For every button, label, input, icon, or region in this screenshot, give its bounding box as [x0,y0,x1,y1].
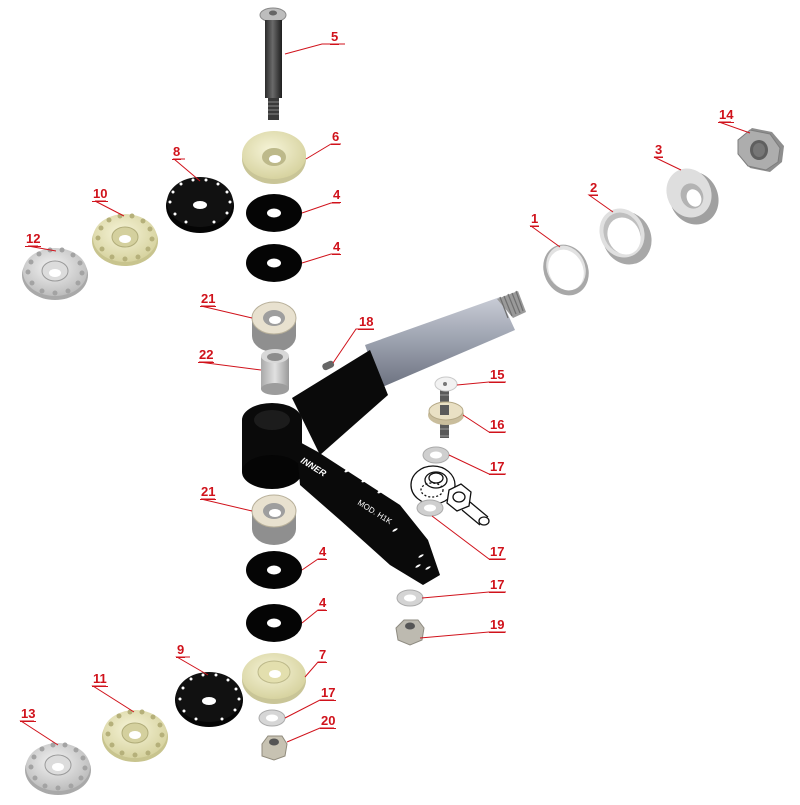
upper-cap-part-6 [242,131,306,184]
bushing-part-22 [261,349,289,395]
callout-11: 11 [92,671,108,687]
black-spacer-part-4-d [246,604,302,642]
black-flange-part-8 [166,177,234,233]
bearing-part-21-top [251,301,297,352]
callout-15: 15 [489,367,506,383]
callout-4-c: 4 [318,544,328,560]
stub-axle-shaft [365,290,526,388]
callout-21-b: 21 [200,484,217,500]
hex-nut-part-19 [395,619,425,646]
callout-19: 19 [489,617,506,633]
grub-screw-part-18 [322,360,335,371]
ring-part-2 [599,208,652,265]
callout-20: 20 [320,713,337,729]
lower-cap-part-7 [242,653,306,704]
spindle-knuckle: INNER MOD. H1K [242,350,440,585]
washer-part-17-a [422,446,450,464]
silver-flange-part-12 [22,247,88,300]
callout-7: 7 [318,647,328,663]
callout-10: 10 [92,186,109,202]
callout-3: 3 [654,142,664,158]
black-spacer-part-4-b [246,244,302,282]
bearing-part-21-bottom [251,494,297,545]
callout-4-a: 4 [332,187,342,203]
ring-part-1 [543,244,589,296]
black-flange-part-9 [175,672,243,727]
callout-16: 16 [489,417,506,433]
callout-4-b: 4 [332,239,342,255]
callout-17-d: 17 [320,685,337,701]
callout-9: 9 [176,642,186,658]
callout-21-a: 21 [200,291,217,307]
bolt-part-5 [259,7,287,120]
washer-part-17-c [396,589,424,607]
hex-nut-part-20 [261,735,288,761]
lock-nut-part-14 [737,128,784,172]
callout-17-b: 17 [489,544,506,560]
cream-flange-part-11 [102,709,168,762]
callout-1: 1 [530,211,540,227]
callout-4-d: 4 [318,595,328,611]
silver-flange-part-13 [25,742,91,795]
callout-5: 5 [330,29,340,45]
callout-18: 18 [358,314,375,330]
washer-part-17-b [416,499,444,517]
callout-14: 14 [718,107,735,123]
black-spacer-part-4-c [246,551,302,589]
callout-12: 12 [25,231,42,247]
shouldered-washer-part-16 [428,401,464,425]
ring-part-3 [666,168,719,225]
callout-13: 13 [20,706,37,722]
callout-17-c: 17 [489,577,506,593]
washer-part-17-d [258,709,286,727]
callout-6: 6 [331,129,341,145]
black-spacer-part-4-a [246,194,302,232]
callout-2: 2 [589,180,599,196]
cream-flange-part-10 [92,213,158,266]
rod-end-outline [410,465,490,526]
callout-8: 8 [172,144,182,160]
callout-17-a: 17 [489,459,506,475]
callout-22: 22 [198,347,215,363]
